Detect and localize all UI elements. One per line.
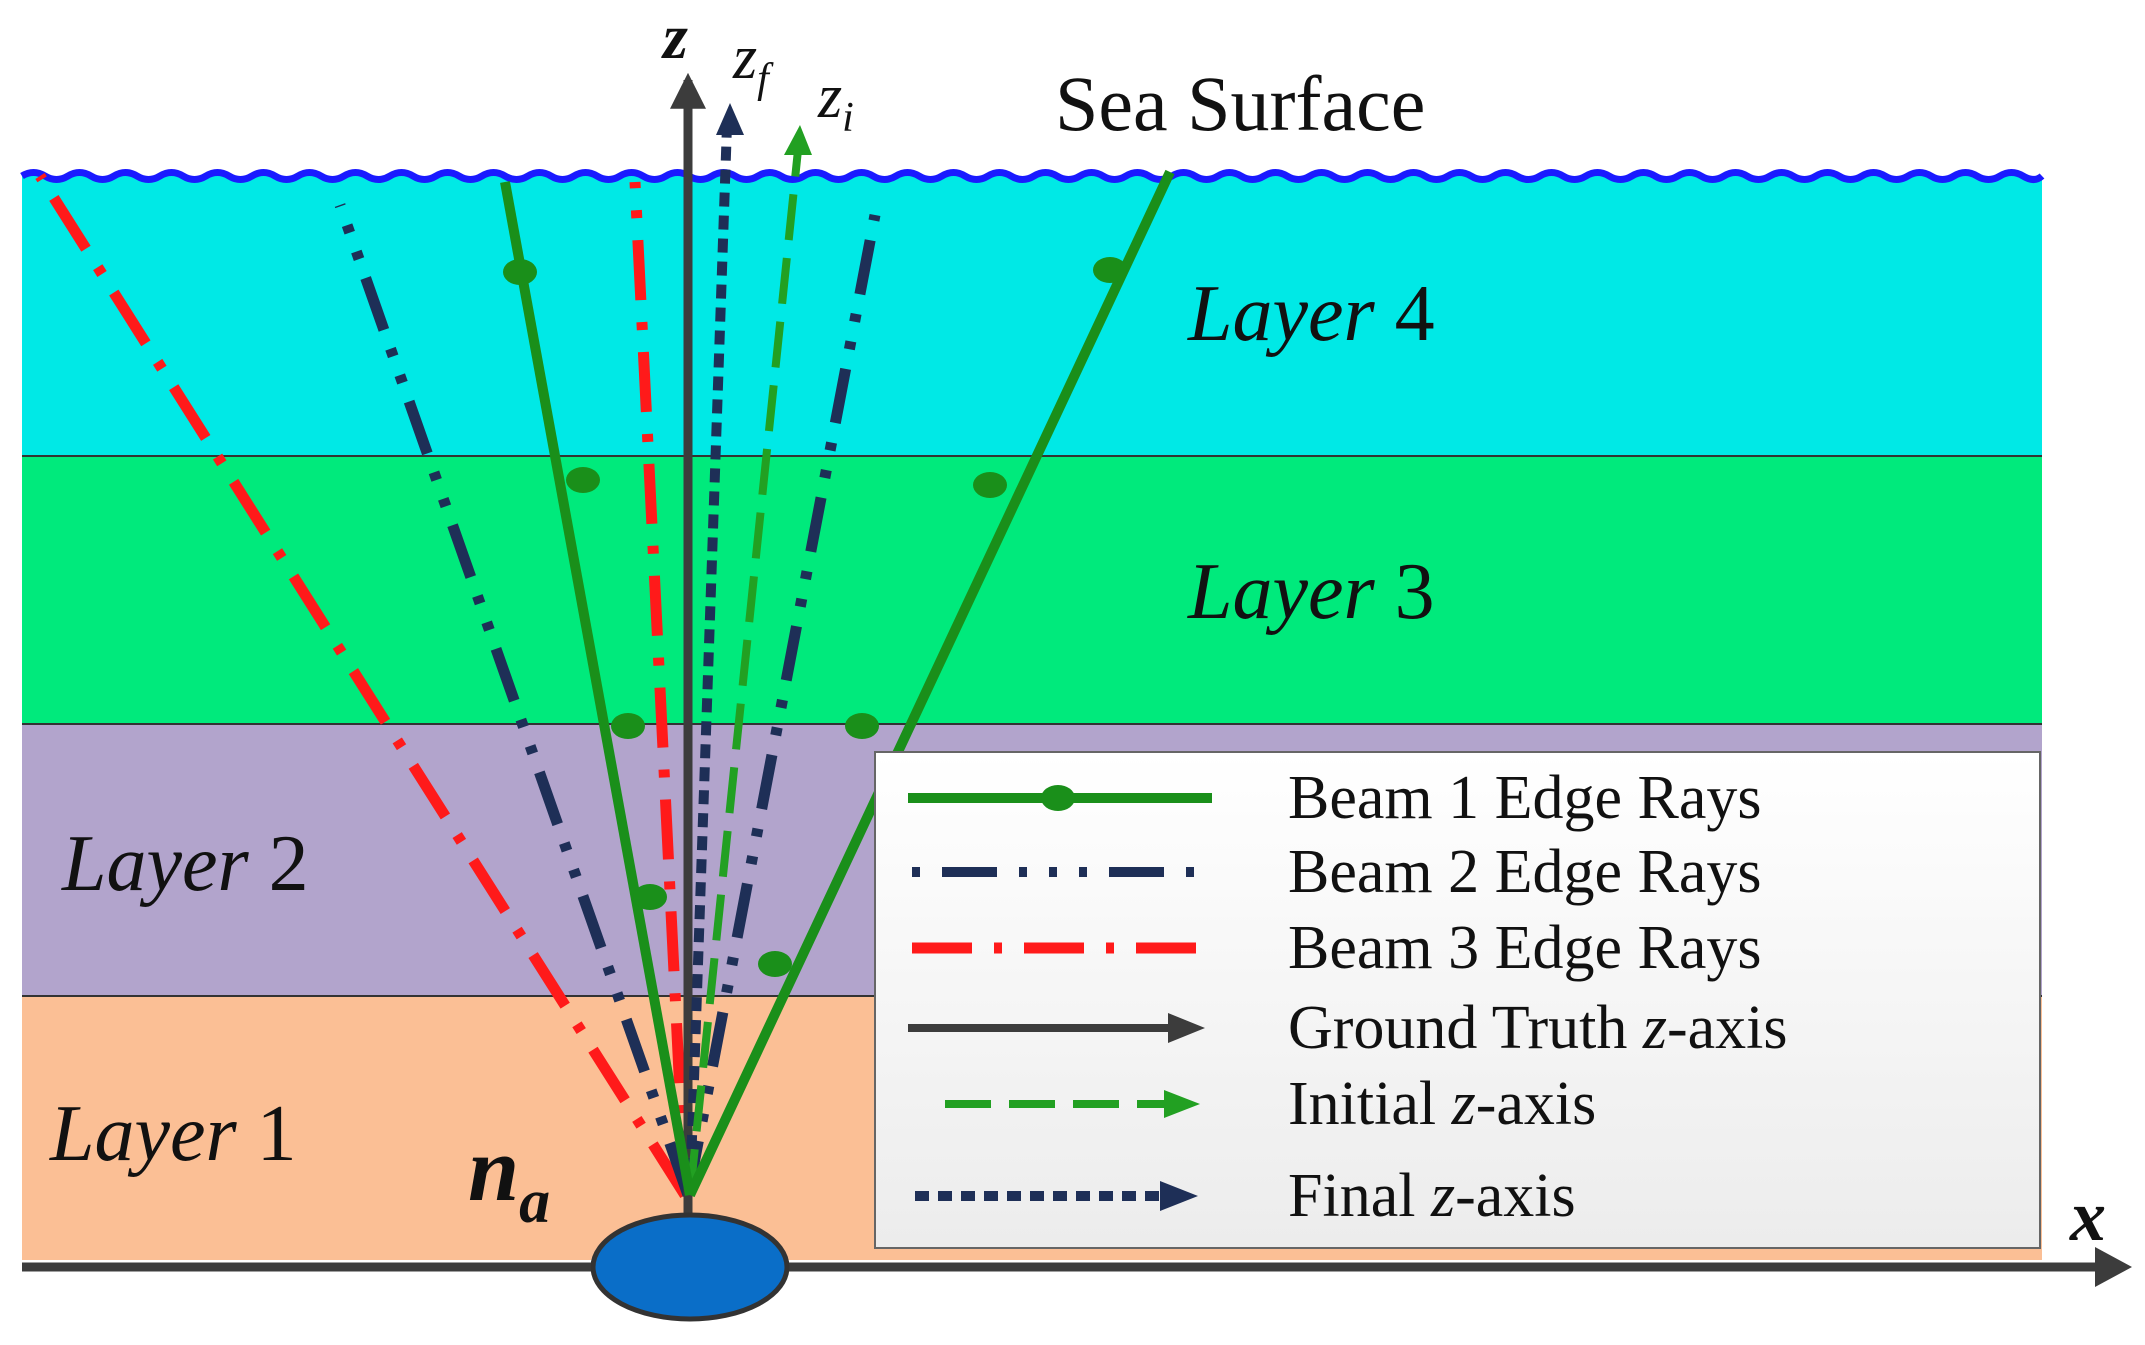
- beam-2-ray-right: [682, 213, 881, 1197]
- layer-1-label: Layer 1: [49, 1090, 297, 1178]
- layer-4-band: [22, 176, 2042, 456]
- legend-label-beam1: Beam 1 Edge Rays: [1288, 764, 1762, 832]
- beam-2-ray-left: [334, 203, 694, 1197]
- sea-surface-wave: [20, 169, 2045, 183]
- node-label: na: [468, 1118, 550, 1236]
- beam-1-ray-right: [685, 169, 1175, 1198]
- legend: Beam 1 Edge Rays Beam 2 Edge Rays Beam 3…: [874, 751, 2041, 1249]
- x-axis-label: x: [2069, 1176, 2106, 1256]
- initial-z-axis-arrowhead: [784, 125, 812, 155]
- beam-3-edge-rays: [35, 173, 691, 1198]
- beam-1-edge-rays: [500, 169, 1175, 1198]
- final-z-axis-arrowhead: [716, 103, 744, 135]
- beam-3-ray-left: [35, 173, 690, 1198]
- z-final-label: zf: [732, 24, 774, 102]
- x-axis-arrowhead: [2095, 1247, 2132, 1287]
- sea-surface-label: Sea Surface: [1055, 60, 1425, 147]
- z-axis-label: z: [661, 1, 688, 72]
- layer-2-label: Layer 2: [61, 820, 309, 908]
- beam-3-ray-right: [629, 181, 691, 1196]
- beam-1-ray-left: [500, 181, 695, 1196]
- final-z-axis: [685, 124, 732, 1196]
- legend-label-initial: Initial z-axis: [1288, 1070, 1596, 1138]
- legend-arrowhead-truth: [1168, 1013, 1205, 1043]
- layer-4-label: Layer 4: [1187, 270, 1435, 358]
- z-initial-label: zi: [817, 63, 854, 141]
- legend-label-final: Final z-axis: [1288, 1162, 1576, 1230]
- legend-label-truth: Ground Truth z-axis: [1288, 994, 1788, 1062]
- beam-1-ray-marker: [633, 884, 667, 910]
- beam-1-ray-marker: [503, 259, 537, 285]
- layer-3-label: Layer 3: [1187, 548, 1435, 636]
- anchor-node: [590, 1212, 790, 1322]
- beam-1-ray-marker: [973, 472, 1007, 498]
- beam-1-ray-marker: [845, 713, 879, 739]
- legend-arrowhead-initial: [1164, 1090, 1200, 1118]
- legend-label-beam3: Beam 3 Edge Rays: [1288, 914, 1762, 982]
- legend-arrowhead-final: [1160, 1181, 1198, 1211]
- legend-marker-beam1: [1041, 785, 1075, 811]
- beam-1-ray-marker: [758, 951, 792, 977]
- layer-3-band: [22, 456, 2042, 724]
- legend-label-beam2: Beam 2 Edge Rays: [1288, 838, 1762, 906]
- beam-1-ray-marker: [611, 713, 645, 739]
- beam-2-edge-rays: [334, 203, 881, 1197]
- initial-z-axis: [686, 149, 802, 1196]
- beam-1-ray-marker: [1093, 257, 1127, 283]
- beam-1-ray-marker: [566, 467, 600, 493]
- legend-box: [874, 751, 2041, 1249]
